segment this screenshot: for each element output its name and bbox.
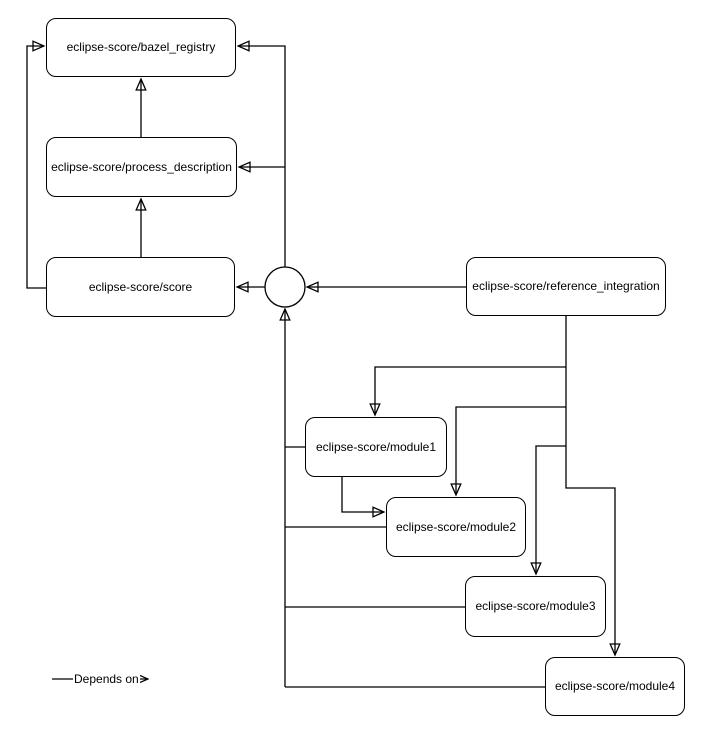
node-bazel-registry-label: eclipse-score/bazel_registry <box>66 40 216 55</box>
edge-junction-to-bazel-registry <box>238 46 286 267</box>
junction-circle <box>264 266 306 308</box>
edge-score-to-bazel-registry <box>26 46 46 289</box>
edge-reference-integration-to-module2 <box>456 406 566 495</box>
node-module2: eclipse-score/module2 <box>386 497 526 557</box>
node-process-description: eclipse-score/process_description <box>46 137 237 197</box>
edge-reference-integration-to-module4 <box>565 316 615 655</box>
node-reference-integration: eclipse-score/reference_integration <box>466 257 666 316</box>
node-score-label: eclipse-score/score <box>88 279 193 294</box>
node-bazel-registry: eclipse-score/bazel_registry <box>46 18 236 77</box>
node-module2-label: eclipse-score/module2 <box>395 519 517 534</box>
node-module4-label: eclipse-score/module4 <box>554 679 676 694</box>
legend-label: Depends on <box>73 672 140 686</box>
node-module4: eclipse-score/module4 <box>545 657 685 716</box>
node-reference-integration-label: eclipse-score/reference_integration <box>472 279 660 294</box>
node-module1-label: eclipse-score/module1 <box>315 439 437 454</box>
node-score: eclipse-score/score <box>46 257 235 317</box>
node-module3: eclipse-score/module3 <box>465 576 606 637</box>
edge-module1-to-module2 <box>341 477 384 512</box>
node-process-description-label: eclipse-score/process_description <box>51 159 232 174</box>
edge-reference-integration-to-module1 <box>375 366 566 415</box>
edge-reference-integration-to-module3 <box>536 445 566 574</box>
node-module3-label: eclipse-score/module3 <box>475 599 596 614</box>
node-module1: eclipse-score/module1 <box>305 417 447 477</box>
